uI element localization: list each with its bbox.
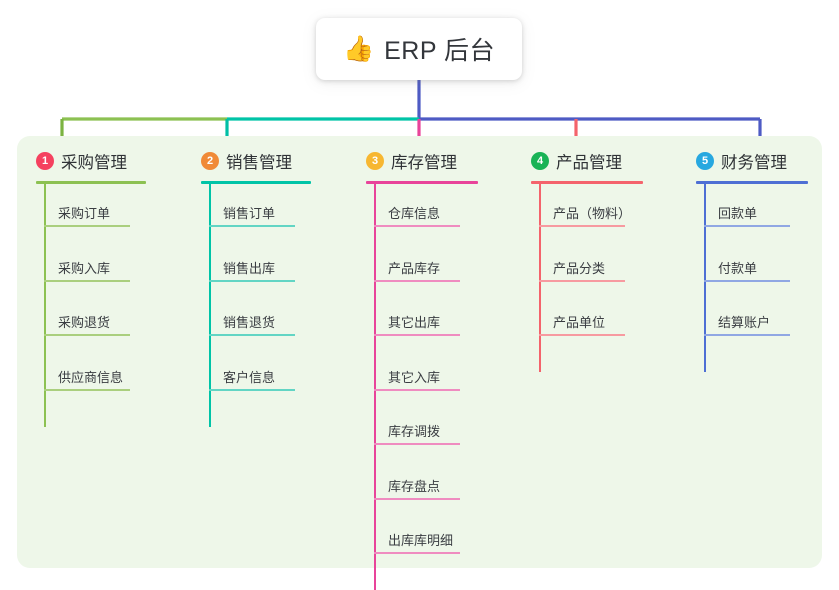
- child-item-underline: [209, 225, 295, 227]
- child-item[interactable]: 销售订单: [209, 189, 295, 227]
- branch-header-3[interactable]: 3 库存管理: [366, 148, 478, 174]
- child-item-underline: [44, 279, 130, 282]
- branch-title: 产品管理: [556, 154, 622, 172]
- branch-rule: [366, 181, 478, 184]
- branch-header-5[interactable]: 5 财务管理: [696, 148, 808, 174]
- child-item-underline: [209, 388, 295, 391]
- child-item-underline: [704, 334, 790, 336]
- branches-panel: [17, 136, 822, 568]
- child-item-underline: [374, 334, 460, 336]
- child-item[interactable]: 产品（物料）: [539, 189, 631, 227]
- branch-stem: [704, 184, 706, 372]
- child-item[interactable]: 销售出库: [209, 244, 295, 282]
- root-node[interactable]: 👍 ERP 后台: [316, 18, 522, 80]
- child-item[interactable]: 出库库明细: [374, 516, 460, 554]
- child-item-underline: [539, 225, 625, 227]
- child-item-label: 付款单: [718, 260, 758, 276]
- child-item-label: 采购订单: [58, 206, 111, 221]
- branch-库存管理: 3 库存管理仓库信息产品库存其它出库其它入库库存调拨库存盘点出库库明细: [366, 148, 478, 590]
- child-item-label: 库存盘点: [388, 478, 441, 494]
- child-item-underline: [539, 334, 625, 336]
- branch-采购管理: 1 采购管理采购订单采购入库采购退货供应商信息: [36, 148, 146, 427]
- branch-number-badge: 2: [201, 152, 219, 170]
- child-item-label: 产品（物料）: [553, 206, 632, 221]
- branch-产品管理: 4 产品管理产品（物料） 产品分类产品单位: [531, 148, 643, 372]
- child-item-label: 采购入库: [58, 260, 111, 276]
- child-item[interactable]: 采购退货: [44, 298, 130, 336]
- child-item[interactable]: 库存盘点: [374, 462, 460, 500]
- child-item-underline: [374, 279, 460, 282]
- child-item[interactable]: 回款单: [704, 189, 790, 227]
- branch-rule: [696, 181, 808, 184]
- child-item-underline: [374, 552, 460, 554]
- child-item[interactable]: 产品库存: [374, 244, 460, 282]
- child-item-underline: [44, 388, 130, 391]
- branch-title: 库存管理: [391, 154, 457, 172]
- child-item[interactable]: 供应商信息: [44, 353, 130, 391]
- child-item-label: 库存调拨: [388, 424, 441, 439]
- branch-stem: [539, 184, 541, 372]
- child-item-label: 其它入库: [388, 369, 441, 385]
- branch-header-2[interactable]: 2 销售管理: [201, 148, 311, 174]
- branch-title: 销售管理: [226, 154, 292, 172]
- branch-number-badge: 1: [36, 152, 54, 170]
- child-item-label: 采购退货: [58, 315, 111, 330]
- branch-number-badge: 3: [366, 152, 384, 170]
- child-item-underline: [374, 388, 460, 391]
- branch-header-1[interactable]: 1 采购管理: [36, 148, 146, 174]
- branch-number-badge: 4: [531, 152, 549, 170]
- child-item-label: 回款单: [718, 206, 758, 221]
- child-item-label: 产品分类: [553, 260, 606, 276]
- branch-rule: [531, 181, 643, 184]
- branch-number-badge: 5: [696, 152, 714, 170]
- branch-stem: [209, 184, 211, 427]
- child-item-label: 客户信息: [223, 369, 276, 385]
- child-item-underline: [704, 225, 790, 227]
- child-item-label: 供应商信息: [58, 369, 124, 385]
- child-item[interactable]: 产品分类: [539, 244, 625, 282]
- child-item-underline: [44, 225, 130, 227]
- child-item-underline: [374, 443, 460, 445]
- root-title: ERP 后台: [384, 37, 496, 65]
- child-item[interactable]: 采购订单: [44, 189, 130, 227]
- child-item[interactable]: 付款单: [704, 244, 790, 282]
- child-item-label: 其它出库: [388, 315, 441, 330]
- child-item[interactable]: 仓库信息: [374, 189, 460, 227]
- branch-rule: [36, 181, 146, 184]
- child-item-underline: [209, 334, 295, 336]
- child-item-underline: [44, 334, 130, 336]
- child-item[interactable]: 其它出库: [374, 298, 460, 336]
- child-item-label: 销售退货: [223, 315, 276, 330]
- branch-stem: [44, 184, 46, 427]
- branch-销售管理: 2 销售管理销售订单销售出库销售退货客户信息: [201, 148, 311, 427]
- child-item-underline: [704, 279, 790, 282]
- child-item-underline: [374, 225, 460, 227]
- child-item[interactable]: 产品单位: [539, 298, 625, 336]
- child-item-label: 仓库信息: [388, 206, 441, 221]
- child-item-label: 销售订单: [223, 206, 276, 221]
- child-item-label: 结算账户: [718, 315, 771, 330]
- thumbs-up-emoji: 👍: [342, 34, 375, 63]
- child-item-label: 产品库存: [388, 260, 441, 276]
- child-item-underline: [539, 279, 625, 282]
- child-item[interactable]: 销售退货: [209, 298, 295, 336]
- child-item-label: 出库库明细: [388, 533, 454, 548]
- child-item-label: 产品单位: [553, 315, 606, 330]
- child-item[interactable]: 其它入库: [374, 353, 460, 391]
- child-item[interactable]: 采购入库: [44, 244, 130, 282]
- branch-title: 财务管理: [721, 154, 787, 172]
- child-item[interactable]: 客户信息: [209, 353, 295, 391]
- branch-stem: [374, 184, 376, 590]
- child-item-underline: [209, 279, 295, 282]
- branch-header-4[interactable]: 4 产品管理: [531, 148, 643, 174]
- child-item-underline: [374, 497, 460, 500]
- child-item[interactable]: 结算账户: [704, 298, 790, 336]
- branch-rule: [201, 181, 311, 184]
- branch-title: 采购管理: [61, 154, 127, 172]
- child-item[interactable]: 库存调拨: [374, 407, 460, 445]
- branch-财务管理: 5 财务管理回款单付款单结算账户: [696, 148, 808, 372]
- child-item-label: 销售出库: [223, 260, 276, 276]
